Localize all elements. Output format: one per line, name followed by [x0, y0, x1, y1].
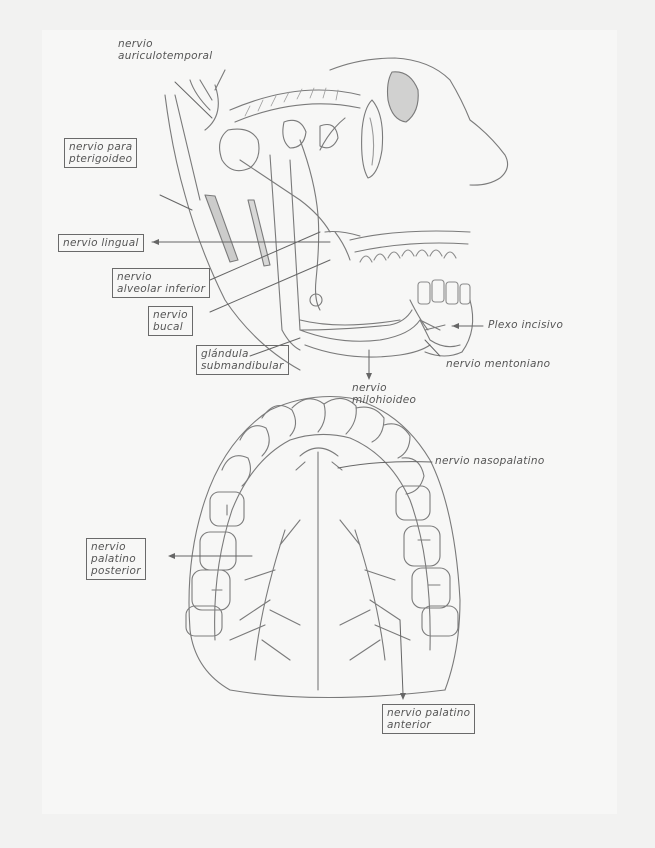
- label-glandula-submandibular: glándula submandibular: [196, 345, 289, 375]
- label-nervio-palatino-posterior: nervio palatino posterior: [86, 538, 146, 580]
- label-nervio-bucal: nervio bucal: [148, 306, 193, 336]
- label-nervio-lingual: nervio lingual: [58, 234, 144, 252]
- label-nervio-milohioideo: nervio milohioideo: [352, 382, 417, 406]
- paper-sheet: [42, 30, 617, 814]
- label-plexo-incisivo: Plexo incisivo: [488, 319, 564, 331]
- lateral-head-sketch: [164, 57, 509, 371]
- label-nervio-alveolar-inferior: nervio alveolar inferior: [112, 268, 211, 298]
- label-nervio-palatino-anterior: nervio palatino anterior: [382, 704, 476, 734]
- palate-sketch: [185, 396, 461, 699]
- leader-lines: [151, 81, 484, 695]
- label-nervio-auriculotemporal: nervio auriculotemporal: [118, 38, 213, 62]
- label-nervio-mentoniano: nervio mentoniano: [446, 358, 551, 370]
- arrowheads: [152, 239, 459, 700]
- label-nervio-para-pterigoideo: nervio para pterigoideo: [64, 138, 138, 168]
- label-nervio-nasopalatino: nervio nasopalatino: [435, 455, 545, 467]
